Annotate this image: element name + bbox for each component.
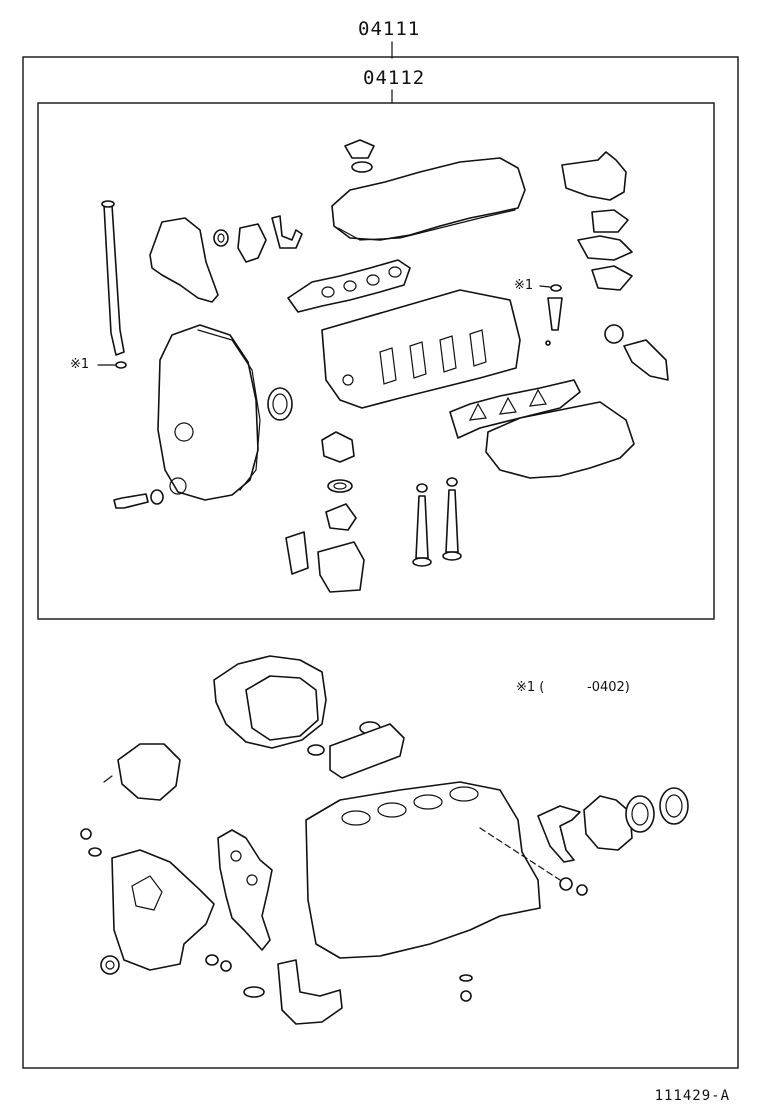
plug-lower-1 (220, 960, 232, 972)
valve-seal-1 (416, 483, 428, 493)
water-outlet-housing (561, 151, 627, 201)
note-leader-right (539, 285, 551, 288)
valve-2 (445, 489, 459, 553)
timing-gear-case-gasket (217, 829, 273, 951)
filler-cap-gasket (351, 161, 373, 173)
dipstick-tube (103, 204, 125, 356)
cooler-oring-2 (307, 744, 325, 756)
illustration-number: 111429-A (654, 1088, 730, 1104)
washer (150, 489, 164, 505)
front-crank-seal (100, 955, 120, 975)
bypass-gasket (327, 479, 353, 493)
note-marker-left: ※1 (70, 357, 90, 372)
note-marker-right: ※1 (514, 278, 534, 293)
thermostat-housing (577, 235, 633, 261)
oil-strainer (277, 959, 343, 1025)
exhaust-manifold-gasket (449, 379, 581, 439)
oil-filler-cap (344, 139, 375, 159)
small-oil-seal (213, 229, 229, 247)
injector-gasket (550, 284, 562, 292)
water-outlet-gasket (591, 209, 629, 233)
drain-plug-gasket (459, 974, 473, 982)
outer-kit-number: 04111 (358, 18, 421, 40)
bolt (113, 493, 149, 509)
water-bypass-fitting (321, 431, 355, 463)
legend-mark: ※1 ( (516, 680, 545, 695)
plug-gasket (559, 877, 573, 891)
timing-cover-gasket (157, 324, 259, 501)
water-inlet-gasket (237, 223, 267, 263)
rear-seal-retainer-gasket (537, 805, 581, 863)
front-plate-gasket (111, 849, 215, 971)
oring-lower-1 (205, 954, 219, 966)
rear-oil-seal (625, 795, 655, 833)
legend-range: -0402) (587, 680, 630, 695)
plug (576, 884, 588, 896)
dowel-gasket-1 (88, 847, 102, 857)
dipstick-cap (101, 200, 115, 208)
drain-plug (460, 990, 472, 1002)
thermostat-gasket (591, 265, 633, 291)
injection-nozzle (547, 297, 563, 331)
rear-oil-seal-retainer (583, 795, 633, 851)
hose-seal (604, 324, 624, 344)
strainer-gasket (243, 986, 265, 998)
intake-manifold-gasket (287, 259, 411, 313)
oil-cooler-gasket (245, 675, 319, 741)
oil-pump-gasket (285, 531, 309, 575)
valve-seal-2 (446, 477, 458, 487)
cylinder-block (305, 781, 541, 959)
inner-kit-number: 04112 (363, 67, 426, 89)
outer-kit-frame (22, 56, 739, 1069)
rear-oil-seal-2 (659, 787, 689, 825)
oring-1 (115, 361, 127, 369)
cylinder-head (321, 289, 521, 409)
inner-kit-frame (37, 102, 715, 620)
water-hose (623, 339, 669, 381)
exhaust-manifold (485, 401, 635, 479)
timing-cover-gasket-upper (149, 217, 219, 303)
water-pump-gasket-lower (117, 743, 181, 801)
valve-1 (415, 495, 429, 559)
oil-cooler-element (329, 723, 405, 779)
bracket-gasket (271, 215, 303, 249)
dowel-1 (80, 828, 92, 840)
water-pump-gasket (325, 503, 357, 531)
crankshaft-front-seal (267, 387, 293, 421)
water-pump-body (317, 541, 365, 593)
